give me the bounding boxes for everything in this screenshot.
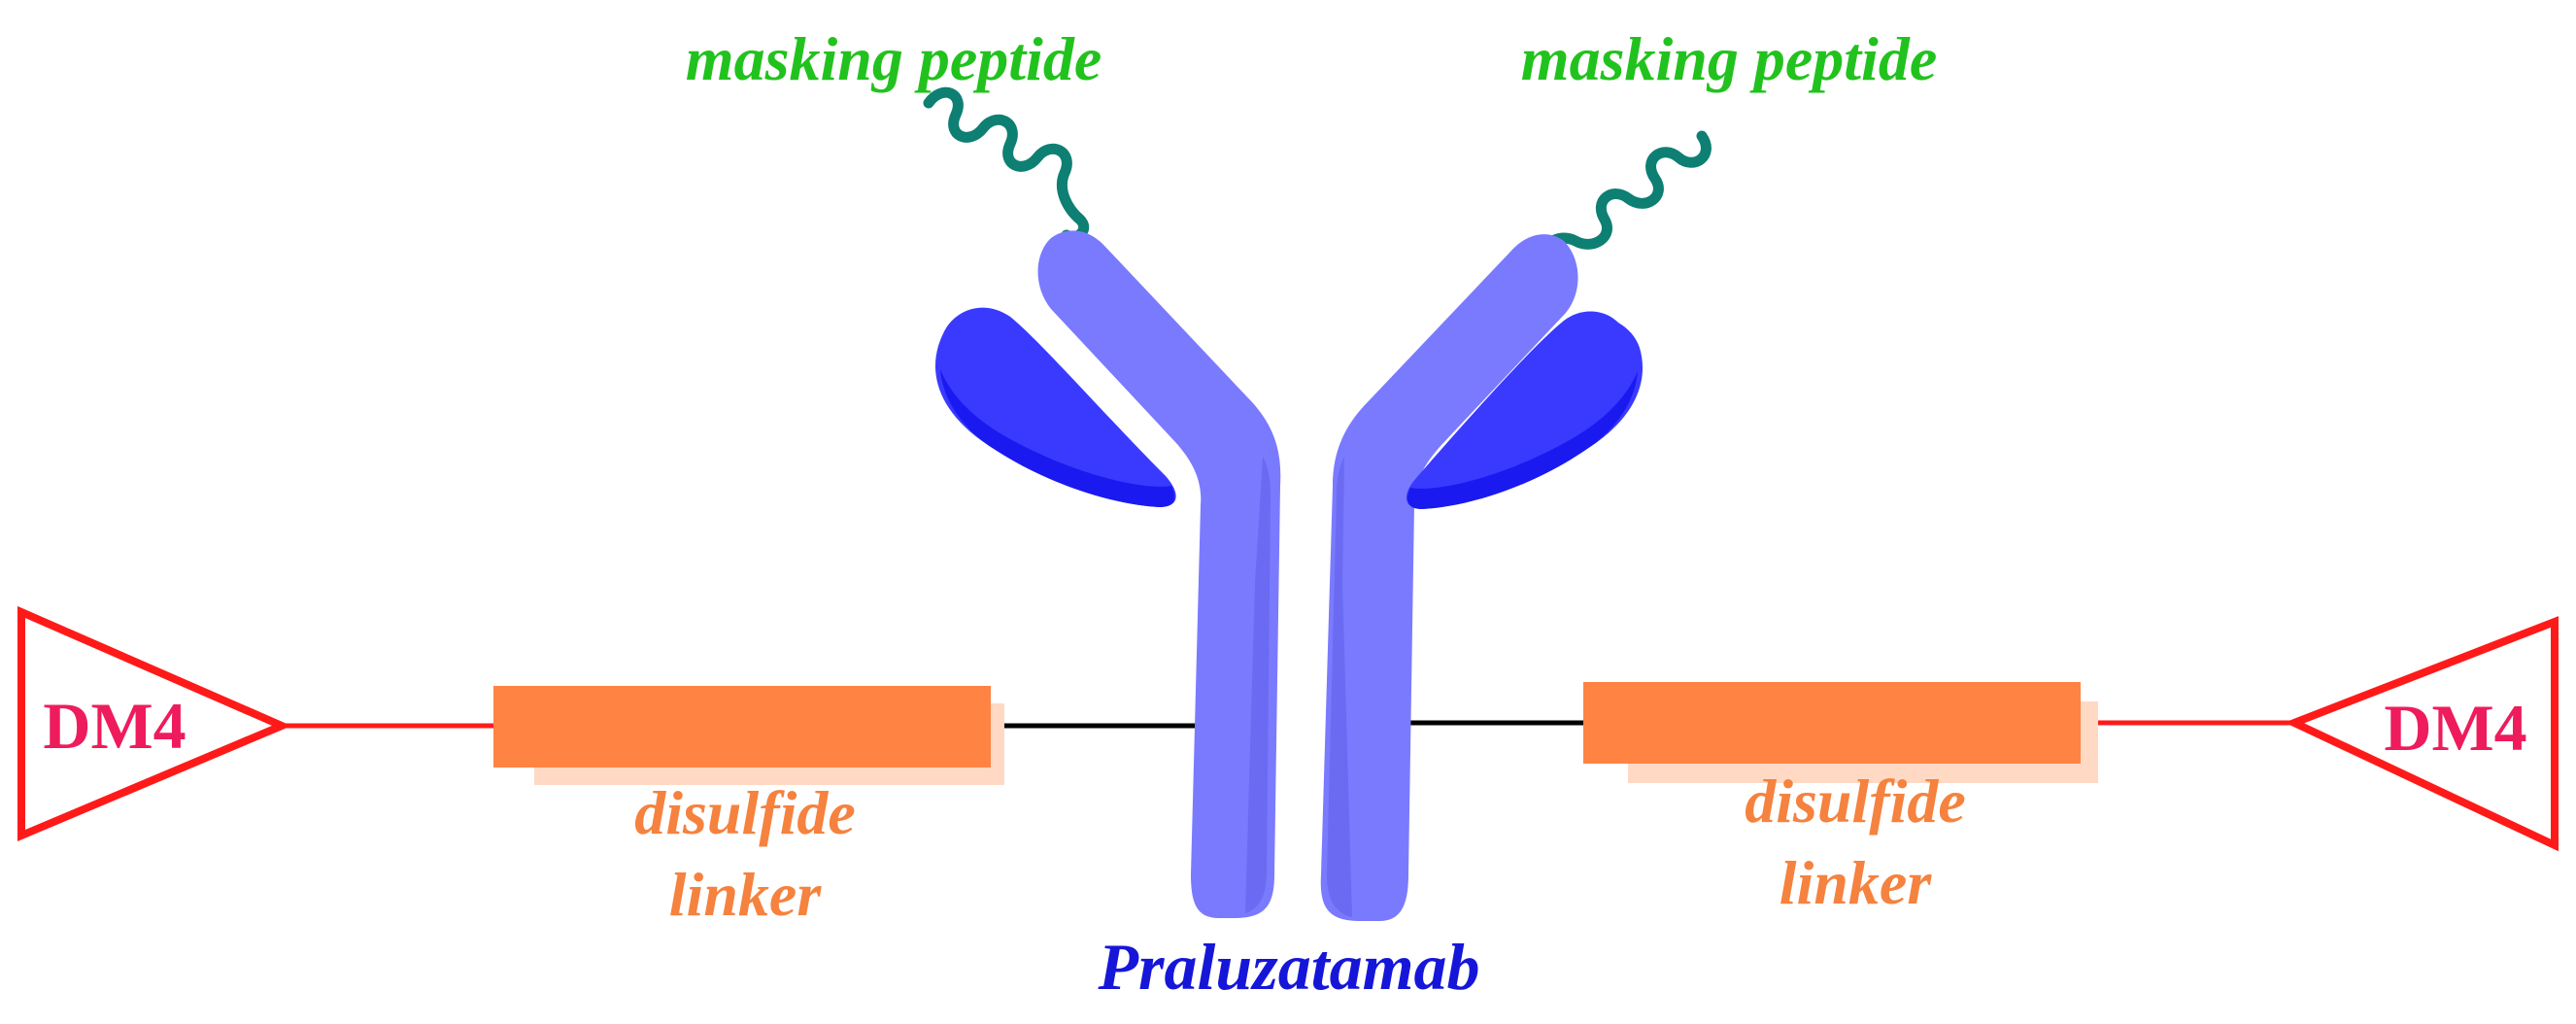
right-light-chain <box>1406 311 1644 509</box>
left-heavy-shade <box>1245 457 1271 913</box>
right-light-shade <box>1407 371 1638 509</box>
triangle-payload-icon <box>17 605 292 842</box>
right-linker-label-line2: linker <box>1779 848 1933 917</box>
left-payload-label: DM4 <box>43 689 186 763</box>
left-masking-peptide-label: masking peptide <box>686 24 1102 93</box>
left-linker-label-line1: disulfide <box>634 778 856 847</box>
right-heavy-shade <box>1327 457 1352 917</box>
left-linker: disulfide linker <box>493 686 1004 929</box>
linker-bar-icon <box>493 686 991 768</box>
right-heavy-chain <box>1320 234 1578 922</box>
right-linker: disulfide linker <box>1583 682 2098 917</box>
left-linker-label-line2: linker <box>669 860 823 929</box>
left-light-chain <box>934 307 1176 507</box>
right-masking-peptide-label: masking peptide <box>1521 24 1937 93</box>
left-heavy-chain <box>1037 230 1281 918</box>
linker-bar-icon <box>1583 682 2081 764</box>
wavy-peptide-icon <box>923 86 1090 242</box>
left-payload: DM4 <box>17 605 292 842</box>
wavy-peptide-icon <box>1533 130 1712 258</box>
antibody-y-shape-icon <box>934 230 1644 922</box>
antibody-name-label: Praluzatamab <box>1098 930 1480 1004</box>
right-payload-label: DM4 <box>2384 691 2526 765</box>
triangle-payload-icon <box>2284 616 2559 852</box>
right-payload: DM4 <box>2284 616 2559 852</box>
left-light-shade <box>940 369 1175 507</box>
right-linker-label-line1: disulfide <box>1745 767 1966 836</box>
